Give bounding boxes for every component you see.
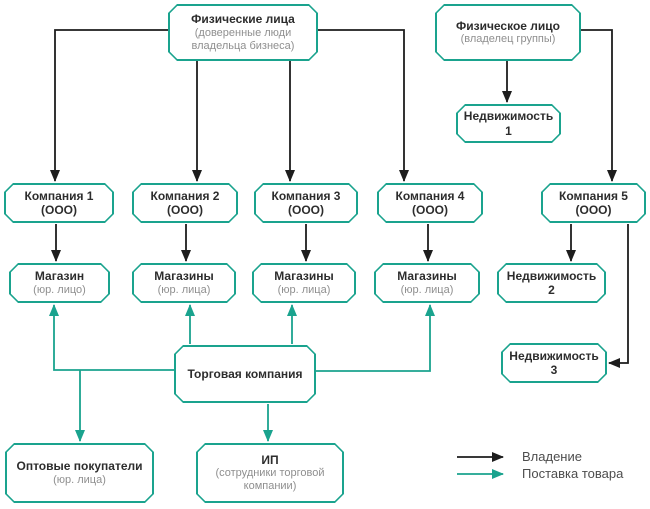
node-realty-2: Недвижимость 2 bbox=[497, 263, 606, 303]
node-shops-2: Магазины (юр. лица) bbox=[132, 263, 236, 303]
node-trading-company: Торговая компания bbox=[174, 345, 316, 403]
node-company-5: Компания 5 (ООО) bbox=[541, 183, 646, 223]
legend-supply-label: Поставка товара bbox=[522, 466, 624, 481]
node-wholesale-buyers: Оптовые покупатели (юр. лица) bbox=[5, 443, 154, 503]
edge-trading-shop1 bbox=[49, 304, 174, 371]
node-shops-3: Магазины (юр. лица) bbox=[252, 263, 356, 303]
node-shops-3-title: Магазины bbox=[274, 269, 334, 284]
node-realty-3-title: Недвижимость 3 bbox=[509, 348, 599, 377]
node-shops-3-subtitle: (юр. лица) bbox=[277, 283, 331, 296]
node-realty-1-title: Недвижимость 1 bbox=[463, 109, 554, 138]
node-shop-1-subtitle: (юр. лицо) bbox=[33, 283, 86, 296]
node-wholesale-buyers-subtitle: (юр. лица) bbox=[53, 473, 106, 486]
edge-individuals-company4 bbox=[318, 29, 409, 182]
legend-ownership-label: Владение bbox=[522, 449, 582, 464]
edge-owner-company5 bbox=[581, 29, 617, 182]
node-company-1: Компания 1 (ООО) bbox=[4, 183, 114, 223]
node-shops-2-title: Магазины bbox=[154, 269, 214, 284]
node-individuals-title: Физические лица bbox=[191, 12, 295, 27]
node-individuals: Физические лица (доверенные люди владель… bbox=[168, 4, 318, 61]
node-shops-4-title: Магазины bbox=[397, 269, 457, 284]
node-trading-company-title: Торговая компания bbox=[187, 366, 303, 381]
node-company-4: Компания 4 (ООО) bbox=[377, 183, 483, 223]
node-ip: ИП (сотрудники торговой компании) bbox=[196, 443, 344, 503]
node-shops-4: Магазины (юр. лица) bbox=[374, 263, 480, 303]
node-company-1-title: Компания 1 (ООО) bbox=[24, 188, 94, 217]
legend: Владение Поставка товара bbox=[455, 448, 623, 482]
node-company-2: Компания 2 (ООО) bbox=[132, 183, 238, 223]
legend-supply-row: Поставка товара bbox=[455, 465, 623, 482]
node-realty-2-title: Недвижимость 2 bbox=[506, 268, 597, 297]
node-company-2-title: Компания 2 (ООО) bbox=[150, 188, 220, 217]
edge-individuals-company1 bbox=[50, 29, 168, 182]
node-ip-title: ИП bbox=[261, 452, 279, 467]
node-company-4-title: Компания 4 (ООО) bbox=[395, 188, 465, 217]
node-owner-subtitle: (владелец группы) bbox=[460, 33, 556, 46]
supply-arrow-icon bbox=[457, 468, 504, 479]
legend-ownership-row: Владение bbox=[455, 448, 623, 465]
node-company-3-title: Компания 3 (ООО) bbox=[271, 188, 341, 217]
node-owner: Физическое лицо (владелец группы) bbox=[435, 4, 581, 61]
node-individuals-subtitle: (доверенные люди владельца бизнеса) bbox=[191, 26, 295, 52]
node-shops-4-subtitle: (юр. лица) bbox=[400, 283, 454, 296]
node-company-3: Компания 3 (ООО) bbox=[254, 183, 358, 223]
node-owner-title: Физическое лицо bbox=[455, 18, 560, 33]
edge-trading-shops4 bbox=[316, 304, 435, 372]
ownership-arrow-icon bbox=[457, 451, 504, 462]
node-shops-2-subtitle: (юр. лица) bbox=[157, 283, 211, 296]
node-realty-1: Недвижимость 1 bbox=[456, 104, 561, 143]
node-wholesale-buyers-title: Оптовые покупатели bbox=[16, 459, 143, 474]
node-company-5-title: Компания 5 (ООО) bbox=[559, 188, 628, 217]
node-shop-1: Магазин (юр. лицо) bbox=[9, 263, 110, 303]
node-ip-subtitle: (сотрудники торговой компании) bbox=[215, 467, 325, 493]
edge-company5-realty3 bbox=[608, 224, 629, 368]
node-shop-1-title: Магазин bbox=[34, 269, 85, 284]
node-realty-3: Недвижимость 3 bbox=[501, 343, 607, 383]
